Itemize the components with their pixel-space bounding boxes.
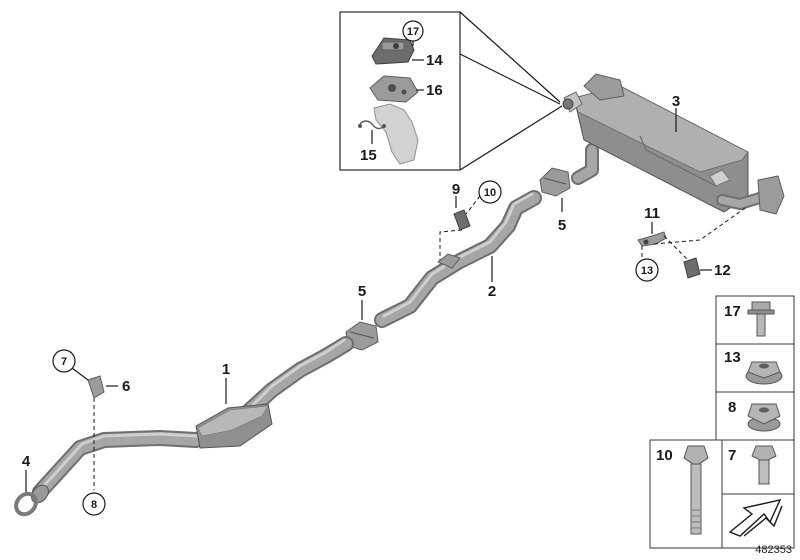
callout-5-lower: 5 (358, 283, 366, 300)
hardware-label-7: 7 (728, 447, 736, 464)
callout-10: 10 (478, 180, 502, 204)
long-bolt-icon (683, 445, 709, 535)
callout-2: 2 (488, 283, 496, 300)
hanger-bracket-part-11 (637, 231, 667, 247)
clamp-part-5-upper (539, 167, 571, 197)
hardware-label-8: 8 (728, 399, 736, 416)
rubber-mount-part-12 (683, 257, 701, 279)
flange-bolt-icon (747, 301, 775, 337)
rear-silencer-part-3 (562, 73, 785, 215)
callout-7: 7 (52, 349, 76, 373)
callout-11: 11 (644, 205, 660, 222)
hanger-part-15 (358, 103, 419, 165)
svg-text:10: 10 (484, 187, 496, 199)
intermediate-pipe-part-2 (374, 190, 542, 328)
short-bolt-icon (751, 445, 777, 485)
callout-1: 1 (222, 361, 230, 378)
callout-4: 4 (22, 453, 31, 470)
hardware-label-13: 13 (724, 349, 741, 366)
callout-8: 8 (82, 492, 106, 516)
clamp-part-5-lower (345, 321, 379, 351)
direction-arrow-icon (728, 499, 783, 537)
flange-nut-icon (745, 361, 783, 385)
rubber-mount-part-9 (453, 209, 471, 231)
hex-nut-icon (747, 403, 781, 432)
front-pipe-part-1 (31, 336, 354, 504)
callout-9: 9 (452, 181, 460, 198)
callout-17: 17 (402, 20, 424, 42)
callout-14: 14 (426, 52, 443, 69)
bracket-part-14 (371, 37, 415, 65)
hardware-label-10: 10 (656, 447, 673, 464)
callout-5-upper: 5 (558, 217, 566, 234)
detail-inset: 17 14 16 15 (339, 11, 563, 171)
callout-15: 15 (360, 147, 377, 164)
callout-12: 12 (714, 262, 731, 279)
hardware-table: 17 13 8 10 7 (649, 295, 795, 549)
svg-text:17: 17 (407, 26, 419, 38)
callout-16: 16 (426, 82, 443, 99)
svg-text:8: 8 (91, 499, 97, 511)
bracket-part-6 (87, 375, 105, 399)
callout-13: 13 (635, 258, 659, 282)
hardware-label-17: 17 (724, 303, 741, 320)
callout-3: 3 (672, 93, 680, 110)
svg-text:7: 7 (61, 356, 67, 368)
plate-part-16 (369, 75, 419, 103)
diagram-id: 482353 (755, 544, 792, 556)
clamp-ring-part-4 (14, 491, 38, 517)
svg-text:13: 13 (641, 265, 653, 277)
callout-6: 6 (122, 378, 130, 395)
